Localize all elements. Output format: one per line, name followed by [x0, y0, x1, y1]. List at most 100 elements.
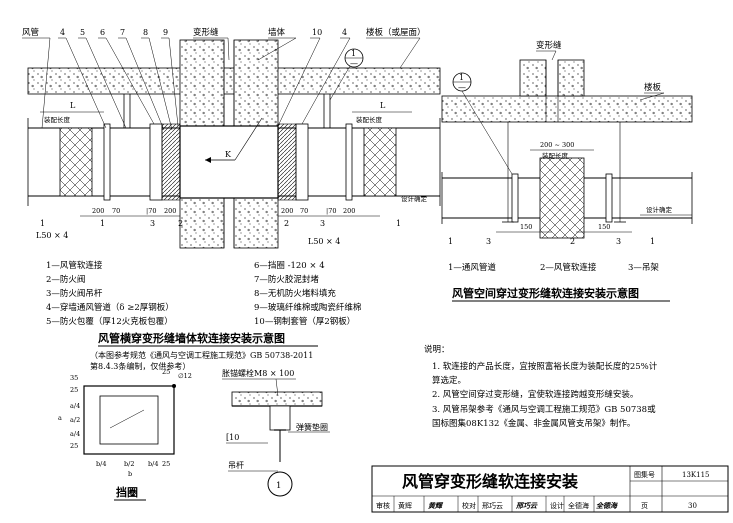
callout-b1c: 1: [396, 219, 401, 228]
tb-checker-label: 校对: [462, 501, 476, 510]
right-slab: [441, 95, 693, 123]
note-3b: 国标图集08K132《金属、非金属风管支吊架》制作。: [432, 418, 635, 429]
dim-200-a: 200: [92, 207, 104, 215]
hanger-washer-label: 弹簧垫圈: [296, 422, 328, 432]
right-legend-item-3: 3—吊架: [628, 263, 659, 273]
section-mark-number: 1: [351, 49, 356, 58]
hanger-rod-label: 吊杆: [228, 460, 244, 470]
callout-4b: 4: [342, 28, 347, 37]
tb-designer-name: 全德海: [568, 501, 589, 510]
tb-designer-label: 设计: [550, 501, 564, 510]
ret-dim-25b: 25: [162, 368, 170, 376]
right-section-diagram: 200 ~ 300 装配长度 变形缝 楼板 1 — 设计确定 150 150 1…: [441, 40, 693, 246]
left-legend: 1—风管软连接 2—防火阀 3—防火阀吊杆 4—穿墙通风管道（δ ≥2厚钢板） …: [46, 260, 361, 327]
hanger-bolt-label: 胀锚螺栓M8 × 100: [222, 368, 294, 378]
callout-wall: 墙体: [268, 27, 286, 38]
dim-70-c: 70: [300, 207, 308, 215]
right-section-mark: 1 —: [452, 72, 513, 175]
right-callout-1a: 1: [448, 237, 453, 246]
note-1a: 1. 软连接的产品长度，宜按照富裕长度为装配长度的25%计: [432, 361, 658, 372]
right-section-mark-number: 1: [459, 73, 464, 82]
ret-hole: ∅12: [178, 372, 192, 380]
ret-dim-25c: 25: [70, 442, 78, 450]
dim-200-c: 200: [281, 207, 293, 215]
tb-checker-name: 邢巧云: [482, 502, 503, 510]
callout-expansion-joint: 变形缝: [193, 27, 219, 38]
flexible-joint-right: [363, 127, 397, 197]
legend-item-5: 5—防火包覆（厚12火克板包覆）: [46, 316, 173, 327]
hanger-channel-label: [10: [226, 433, 239, 442]
right-section-mark-sheet: —: [458, 83, 466, 92]
ret-dim-b: b: [128, 470, 132, 478]
k-label: K: [225, 150, 232, 159]
main-title: 风管穿变形缝软连接安装: [402, 472, 578, 491]
right-callout-3a: 3: [486, 237, 491, 246]
right-dim-assembly-length: 装配长度: [542, 151, 569, 160]
callout-9: 9: [163, 28, 168, 37]
callout-10: 10: [312, 28, 322, 37]
dim-L-right: L: [380, 101, 386, 110]
ret-dim-35: 35: [70, 374, 78, 382]
bottom-callouts: 1 3 2 1 2 3 1: [40, 219, 401, 228]
section-mark-sheet: —: [350, 59, 358, 68]
callout-b3b: 3: [320, 219, 325, 228]
ret-dim-a: a: [58, 414, 62, 422]
left-reference-line1: （本图参考规范《通风与空调工程施工规范》GB 50738-2011: [90, 350, 313, 360]
legend-item-7: 7—防火胶泥封堵: [254, 274, 319, 285]
hanger-detail-mark: 1: [276, 481, 281, 491]
callout-b1: 1: [40, 219, 45, 228]
callout-duct: 风管: [22, 27, 39, 38]
note-1b: 算选定。: [432, 375, 466, 386]
dim-70-a: 70: [112, 207, 120, 215]
right-design-level: 设计确定: [646, 205, 673, 214]
callout-b2b: 2: [284, 219, 289, 228]
callout-b3: 3: [150, 219, 155, 228]
dim-70-b: |70: [146, 207, 156, 215]
retainer-title: 挡圈: [116, 485, 138, 499]
right-callout-1b: 1: [650, 237, 655, 246]
ret-dim-a2: a/2: [70, 416, 80, 424]
right-callout-2: 2: [570, 237, 575, 246]
callout-slab: 楼板（或屋面）: [366, 27, 426, 38]
top-callouts: 风管 4 5 6 7 8 9 变形缝 墙体 10 4 楼板（或屋面）: [22, 27, 426, 131]
right-callout-3b: 3: [616, 237, 621, 246]
dim-L-left: L: [70, 101, 76, 110]
tb-reviewer-label: 审核: [376, 501, 390, 510]
dim-assembly-length-left: 装配长度: [44, 115, 71, 124]
ret-dim-a4b: a/4: [70, 430, 80, 438]
right-flexible-joint: [539, 157, 585, 239]
callout-5: 5: [80, 28, 85, 37]
left-diagram-title: 风管横穿变形缝墙体软连接安装示意图: [98, 331, 285, 345]
right-dim-150-a: 150: [520, 223, 532, 231]
tb-reviewer-name: 黄辉: [398, 501, 412, 510]
tb-reviewer-signature: 黄輝: [428, 501, 444, 510]
legend-item-10: 10—钢制套管（厚2钢板）: [254, 316, 355, 327]
left-reference-line2: 第8.4.3条编制，仅供参考）: [90, 361, 190, 371]
flexible-joint-left: [59, 127, 93, 197]
retainer-detail: 35 25 25 a a/4 a/2 a/4 25 b/4 b/2 b/4 b …: [58, 368, 192, 501]
dim-200-d: 200: [343, 207, 355, 215]
ret-dim-25d: 25: [162, 460, 170, 468]
legend-item-2: 2—防火阀: [46, 274, 85, 285]
right-legend-item-2: 2—风管软连接: [540, 262, 597, 273]
page-label: 页: [641, 502, 648, 510]
title-block: 风管穿变形缝软连接安装 图集号 13K115 页 30 审核 黄辉 黄輝 校对 …: [371, 465, 729, 513]
note-2: 2. 风管空间穿过变形缝，宜使软连接跨越变形缝安装。: [432, 389, 638, 400]
callout-8: 8: [143, 28, 148, 37]
left-section-diagram: K 风管 4 5 6 7 8 9 变形缝 墙体 10 4 楼板（或屋面）: [22, 27, 441, 249]
right-diagram-title: 风管空间穿过变形缝软连接安装示意图: [452, 286, 639, 300]
legend-item-3: 3—防火阀吊杆: [46, 288, 103, 299]
dim-70-d: |70: [326, 207, 336, 215]
right-legend: 1—通风管道 2—风管软连接 3—吊架: [448, 262, 659, 273]
callout-b2: 2: [178, 219, 183, 228]
tb-designer-signature: 全德海: [596, 501, 619, 510]
callout-4: 4: [60, 28, 65, 37]
legend-item-6: 6—挡圈 -120 × 4: [254, 260, 325, 271]
right-callout-expansion-joint: 变形缝: [536, 40, 562, 51]
ret-dim-b2: b/2: [124, 460, 135, 468]
legend-item-9: 9—玻璃纤维棉或陶瓷纤维棉: [254, 302, 361, 313]
right-legend-item-1: 1—通风管道: [448, 262, 496, 273]
page-number: 30: [688, 502, 697, 510]
tb-checker-signature: 邢巧云: [515, 501, 538, 510]
